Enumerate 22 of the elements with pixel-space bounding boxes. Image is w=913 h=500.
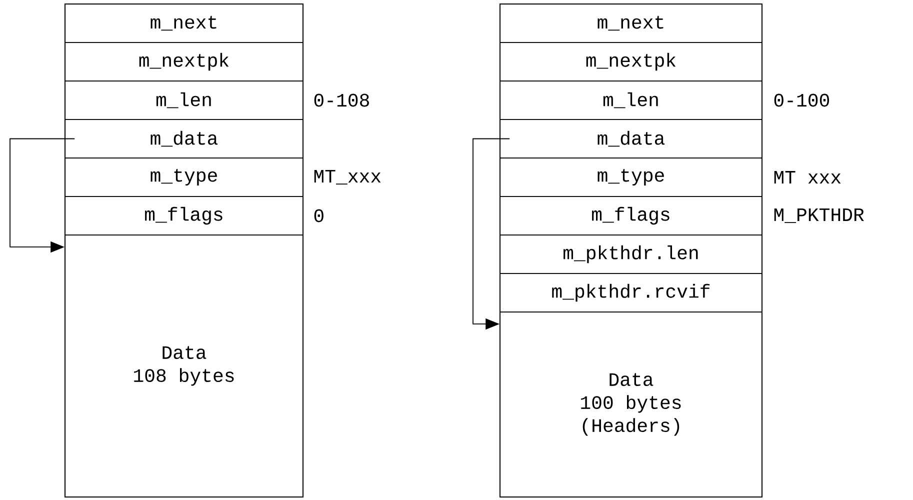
- value-label: M_PKTHDR: [774, 208, 864, 224]
- value-label: MT_xxx: [314, 170, 381, 185]
- field-row: m_next: [500, 4, 762, 43]
- field-row: m_nextpk: [64, 42, 304, 82]
- field-row: m_type: [500, 158, 762, 197]
- data-area: Data 100 bytes (Headers): [500, 312, 762, 498]
- field-row: m_flags: [500, 196, 762, 236]
- field-row: m_len: [500, 80, 762, 120]
- field-row: m_pkthdr.rcvif: [500, 273, 762, 312]
- field-row: m_pkthdr.len: [500, 234, 762, 274]
- field-row: m_data: [500, 119, 762, 158]
- field-row: m_nextpk: [500, 42, 762, 82]
- field-row: m_flags: [64, 196, 304, 236]
- field-row: m_len: [64, 80, 304, 120]
- field-row: m_next: [64, 4, 304, 43]
- field-row: m_type: [64, 158, 304, 197]
- value-label: 0: [314, 209, 324, 222]
- data-area: Data 108 bytes: [64, 234, 304, 498]
- value-label: MT xxx: [774, 170, 841, 184]
- value-label: 0-100: [774, 94, 830, 107]
- value-label: 0-108: [314, 94, 369, 107]
- field-row: m_data: [64, 119, 304, 158]
